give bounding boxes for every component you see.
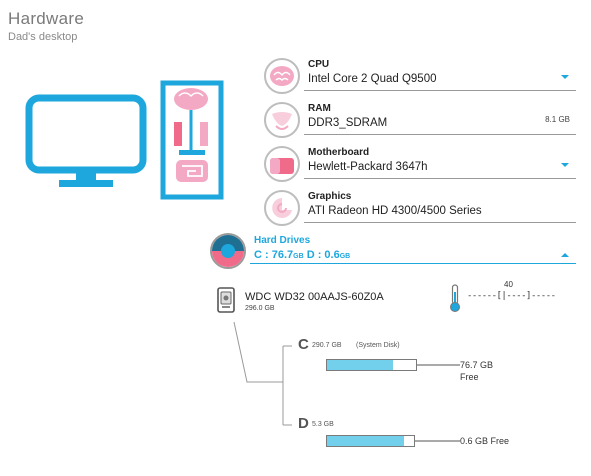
hard-drive-icon	[210, 233, 246, 269]
cpu-label: CPU	[308, 59, 330, 70]
monitor-icon	[25, 94, 147, 187]
ram-size: 8.1 GB	[545, 115, 570, 124]
partition-d-size: 5.3 GB	[312, 421, 334, 428]
motherboard-value: Hewlett-Packard 3647h	[308, 161, 428, 173]
hard-drives-divider	[250, 263, 576, 264]
ram-value: DDR3_SDRAM	[308, 117, 388, 129]
partition-c-free: 76.7 GB Free	[460, 360, 494, 382]
page-subtitle: Dad's desktop	[8, 31, 78, 43]
disk-drive-icon	[217, 287, 235, 313]
hard-drives-summary: C : 76.7GB D : 0.6GB	[254, 249, 351, 261]
partition-c-usage-fill	[327, 360, 393, 370]
hard-drives-row[interactable]: Hard Drives C : 76.7GB D : 0.6GB	[210, 231, 576, 271]
cpu-value: Intel Core 2 Quad Q9500	[308, 73, 437, 85]
chevron-up-icon[interactable]	[560, 251, 570, 259]
partition-c-usage-bar	[326, 359, 417, 371]
motherboard-row[interactable]: Motherboard Hewlett-Packard 3647h	[264, 145, 576, 185]
graphics-icon	[264, 190, 300, 226]
ram-divider	[304, 134, 576, 135]
motherboard-icon	[264, 146, 300, 182]
graphics-value: ATI Radeon HD 4300/4500 Series	[308, 205, 482, 217]
motherboard-divider	[304, 178, 576, 179]
drive-model: WDC WD32 00AAJS-60Z0A	[245, 291, 384, 303]
drive-capacity: 296.0 GB	[245, 305, 275, 312]
cpu-icon	[264, 58, 300, 94]
partition-d-usage-bar	[326, 435, 415, 447]
partition-c-size: 290.7 GB	[312, 342, 342, 349]
ram-label: RAM	[308, 103, 331, 114]
graphics-divider	[304, 222, 576, 223]
thermometer-icon	[450, 284, 460, 312]
partition-d-letter: D	[298, 415, 309, 432]
chevron-down-icon[interactable]	[560, 161, 570, 169]
cpu-row[interactable]: CPU Intel Core 2 Quad Q9500	[264, 57, 576, 97]
partition-d-usage-fill	[327, 436, 405, 446]
temperature-value: 40	[504, 280, 513, 289]
ram-icon	[264, 102, 300, 138]
graphics-row[interactable]: Graphics ATI Radeon HD 4300/4500 Series	[264, 189, 576, 229]
partition-d-free: 0.6 GB Free	[460, 436, 510, 446]
computer-illustration	[25, 80, 224, 200]
ram-row[interactable]: RAM DDR3_SDRAM 8.1 GB	[264, 101, 576, 141]
graphics-label: Graphics	[308, 191, 352, 202]
cpu-divider	[304, 90, 576, 91]
page-title: Hardware	[8, 9, 85, 28]
partition-c-note: (System Disk)	[356, 342, 400, 349]
temperature-scale: ------[|----]-----	[467, 291, 556, 301]
motherboard-label: Motherboard	[308, 147, 370, 158]
hard-drives-label: Hard Drives	[254, 235, 311, 246]
chevron-down-icon[interactable]	[560, 73, 570, 81]
tower-icon	[160, 80, 224, 200]
partition-c-letter: C	[298, 336, 309, 353]
